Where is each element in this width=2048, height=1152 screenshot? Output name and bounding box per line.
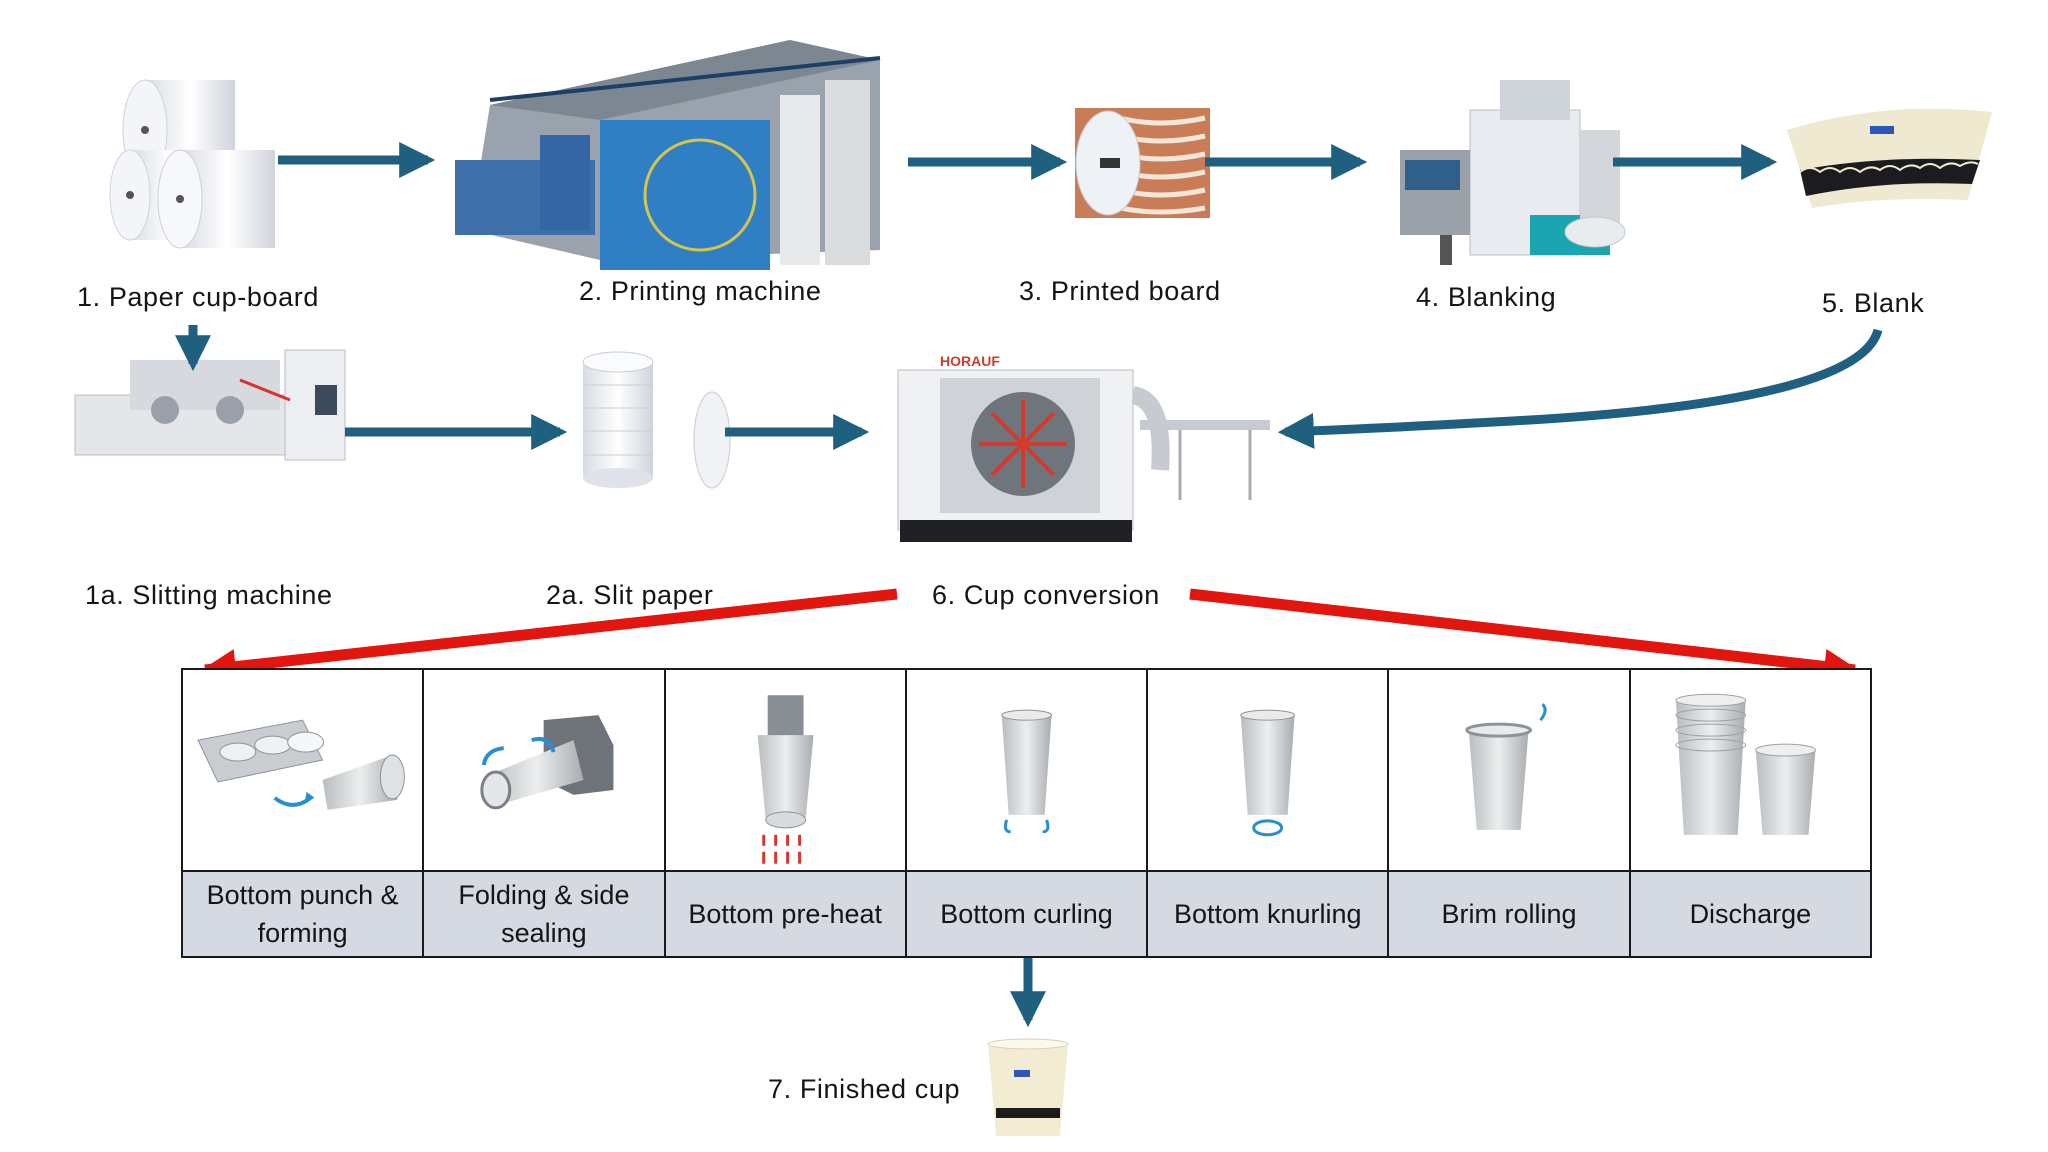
stage-cell-side-sealing bbox=[422, 668, 666, 872]
svg-text:HORAUF: HORAUF bbox=[940, 353, 1000, 369]
stage-caption-bottom-punch: Bottom punch & forming bbox=[180, 870, 425, 958]
cup-blank-image bbox=[1787, 108, 1992, 208]
step-label-printed-board: 3. Printed board bbox=[1019, 276, 1221, 306]
blanking-machine-image bbox=[1400, 80, 1626, 265]
conversion-stages-table: Bottom punch & forming Folding & side se… bbox=[180, 668, 1873, 958]
step-label-finished-cup: 7. Finished cup bbox=[768, 1074, 961, 1104]
step-label-printing-machine: 2. Printing machine bbox=[579, 276, 822, 306]
stage-cell-bottom-curling bbox=[904, 668, 1149, 872]
finished-cup-image bbox=[987, 1038, 1069, 1136]
stage-cell-brim-rolling bbox=[1387, 668, 1631, 872]
side-sealing-icon bbox=[480, 715, 614, 810]
branch-arrow-right bbox=[1189, 588, 1860, 684]
stage-cell-bottom-punch bbox=[180, 668, 425, 872]
arrow-5-to-6 bbox=[1277, 328, 1883, 449]
stacked-cups-icon bbox=[1675, 693, 1816, 835]
stage-caption-brim-rolling: Brim rolling bbox=[1387, 870, 1631, 958]
paper-rolls-image bbox=[109, 79, 275, 249]
stage-caption-bottom-knurling: Bottom knurling bbox=[1146, 870, 1390, 958]
preheat-nozzle-icon bbox=[757, 695, 814, 864]
stage-captions-row: Bottom punch & forming Folding & side se… bbox=[180, 870, 1873, 958]
step-label-slitting-machine: 1a. Slitting machine bbox=[85, 580, 333, 610]
step-label-blanking: 4. Blanking bbox=[1416, 282, 1557, 312]
slitting-machine-image bbox=[74, 349, 346, 461]
stage-caption-bottom-curling: Bottom curling bbox=[904, 870, 1149, 958]
slit-paper-image bbox=[582, 351, 731, 489]
stage-cell-preheat bbox=[663, 668, 907, 872]
stage-cell-discharge bbox=[1628, 668, 1873, 872]
step-label-cup-conversion: 6. Cup conversion bbox=[932, 580, 1160, 610]
printing-machine-image bbox=[455, 40, 881, 270]
stage-icons-row bbox=[180, 668, 1873, 872]
step-label-blank: 5. Blank bbox=[1822, 288, 1925, 318]
step-label-paper-cup-board: 1. Paper cup-board bbox=[77, 282, 319, 312]
stage-cell-bottom-knurling bbox=[1146, 668, 1390, 872]
bottom-curling-icon bbox=[1001, 709, 1052, 834]
stage-caption-discharge: Discharge bbox=[1628, 870, 1873, 958]
bottom-punch-icon bbox=[197, 719, 405, 810]
cup-conversion-machine-image: HORAUF bbox=[897, 353, 1270, 542]
bottom-knurling-icon bbox=[1240, 709, 1296, 837]
brim-rolling-icon bbox=[1465, 703, 1547, 830]
branch-arrows bbox=[200, 588, 1860, 685]
stage-caption-preheat: Bottom pre-heat bbox=[663, 870, 907, 958]
stage-caption-side-sealing: Folding & side sealing bbox=[422, 870, 666, 958]
branch-arrow-left bbox=[200, 588, 898, 685]
flow-arrows bbox=[175, 142, 1883, 1028]
step-label-slit-paper: 2a. Slit paper bbox=[546, 580, 714, 610]
printed-board-roll-image bbox=[1075, 108, 1210, 218]
